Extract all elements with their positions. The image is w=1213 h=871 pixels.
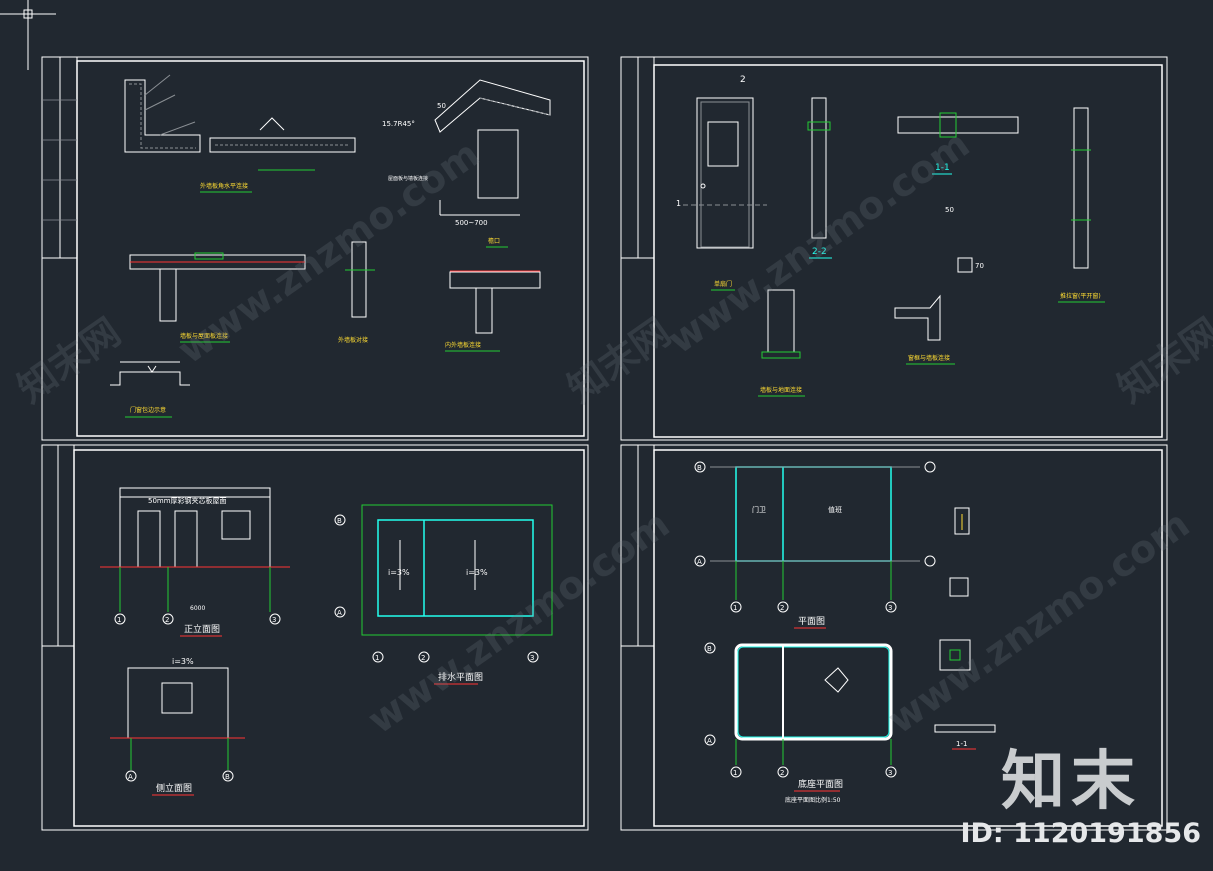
dim-sheet1-d1: 500~700 bbox=[455, 219, 488, 227]
axis-1-plan: 1 bbox=[733, 604, 737, 612]
dim-sheet1-d2: 15.7R45° bbox=[382, 120, 415, 128]
label-drainage-plan: 排水平面图 bbox=[438, 671, 483, 683]
axis-2-drain: 2 bbox=[421, 654, 425, 662]
axis-B-side: B bbox=[225, 773, 230, 781]
section-1-1 bbox=[897, 112, 1019, 138]
mark-50: 50 bbox=[945, 206, 954, 214]
room-2: 值班 bbox=[828, 505, 842, 514]
flashing-detail bbox=[110, 361, 190, 386]
sheet-1-title-strip bbox=[42, 99, 77, 221]
label-sheet1-e: 内外墙板连接 bbox=[445, 341, 481, 349]
label-sheet2-e: 窗框与墙板连接 bbox=[908, 354, 950, 362]
axis-2-front: 2 bbox=[165, 616, 169, 624]
wall-butt-joint bbox=[345, 241, 375, 318]
label-sheet2-f: 推拉窗(平开窗) bbox=[1060, 292, 1101, 300]
axis-2-plan: 2 bbox=[780, 604, 784, 612]
axis-B-drain: B bbox=[337, 517, 342, 525]
wall-roof-connection bbox=[129, 252, 306, 322]
label-sheet1-b: 墙板与屋面板连接 bbox=[180, 332, 228, 340]
drainage-plan bbox=[334, 504, 553, 663]
label-sheet1-f: 檐口 bbox=[488, 237, 500, 245]
sheet-1-frame bbox=[41, 56, 589, 441]
sheet-4-frame bbox=[620, 444, 1168, 831]
axis-3-drain: 3 bbox=[530, 654, 534, 662]
axis-B-base: B bbox=[707, 645, 712, 653]
corner-wall-detail bbox=[124, 74, 201, 153]
label-side-elevation: 侧立面图 bbox=[156, 782, 192, 794]
slope-drain-1: i=3% bbox=[388, 568, 410, 577]
wall-floor-connection bbox=[761, 289, 801, 359]
label-sheet2-c: 1-1 bbox=[935, 163, 950, 173]
sheet-2-frame bbox=[620, 56, 1168, 441]
label-sheet2-b: 2-2 bbox=[812, 247, 827, 257]
crosshair-cursor bbox=[0, 0, 56, 70]
eave-detail bbox=[434, 79, 551, 216]
label-sheet1-a: 外墙板角水平连接 bbox=[200, 182, 248, 190]
label-sheet2-d: 墙板与地面连接 bbox=[760, 386, 802, 394]
axis-A-side: A bbox=[128, 773, 133, 781]
axis-A-drain: A bbox=[337, 609, 342, 617]
sheet-3-frame bbox=[41, 444, 589, 831]
dim-sheet1-d3: 50 bbox=[437, 102, 446, 110]
front-axes bbox=[114, 613, 281, 625]
label-sheet2-a: 单扇门 bbox=[714, 280, 732, 288]
brand-logo: 知末 bbox=[1001, 744, 1141, 819]
mark-1-left: 1 bbox=[676, 199, 681, 208]
axis-1-base: 1 bbox=[733, 769, 737, 777]
mark-70: 70 bbox=[975, 262, 984, 270]
label-sheet1-d: 外墙板对接 bbox=[338, 336, 368, 344]
slope-drain-2: i=3% bbox=[466, 568, 488, 577]
door-elevation bbox=[683, 97, 767, 249]
axis-3-front: 3 bbox=[272, 616, 276, 624]
dim-overall-front: 6000 bbox=[190, 605, 205, 612]
wall-panel-joint bbox=[209, 117, 356, 153]
column-detail bbox=[934, 507, 996, 733]
section-2-2 bbox=[807, 97, 831, 239]
floor-plan bbox=[694, 461, 936, 613]
front-elevation bbox=[100, 487, 290, 612]
label-front-elevation: 正立面图 bbox=[184, 623, 220, 635]
base-note: 底座平面图比例1:50 bbox=[785, 796, 841, 804]
axis-1-drain: 1 bbox=[375, 654, 379, 662]
label-base-plan: 底座平面图 bbox=[798, 778, 843, 790]
top-note: 50mm厚彩钢夹芯板屋面 bbox=[148, 496, 227, 505]
label-floor-plan: 平面图 bbox=[798, 616, 825, 627]
mark-2-top: 2 bbox=[740, 75, 746, 85]
axis-2-base: 2 bbox=[780, 769, 784, 777]
room-1: 门卫 bbox=[752, 505, 766, 514]
label-sheet1-g: 门窗包边示意 bbox=[130, 406, 166, 414]
axis-A-plan: A bbox=[697, 558, 702, 566]
axis-A-base: A bbox=[707, 737, 712, 745]
axis-3-plan: 3 bbox=[888, 604, 892, 612]
slope-side: i=3% bbox=[172, 657, 194, 666]
window-section bbox=[1071, 107, 1091, 269]
axis-3-base: 3 bbox=[888, 769, 892, 777]
side-elevation bbox=[110, 667, 245, 782]
axis-B-plan: B bbox=[697, 464, 702, 472]
base-plan bbox=[704, 642, 897, 778]
label-sheet1-c: 屋面板与墙板连接 bbox=[388, 175, 428, 182]
label-section-1-1: 1-1 bbox=[956, 740, 967, 748]
window-frame-connection bbox=[894, 257, 973, 341]
inner-outer-wall bbox=[449, 270, 541, 334]
axis-1-front: 1 bbox=[117, 616, 121, 624]
document-id: ID: 1120191856 bbox=[960, 818, 1201, 849]
